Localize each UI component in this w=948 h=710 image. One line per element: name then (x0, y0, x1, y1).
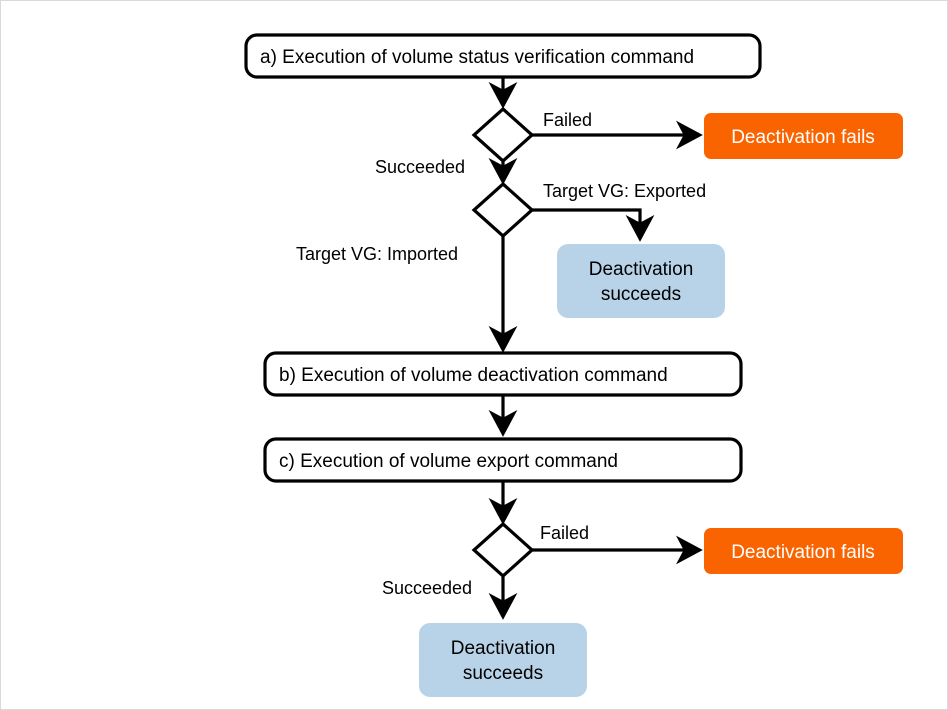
decision-1-diamond (471, 106, 535, 164)
decision-3-diamond (471, 521, 535, 579)
fail-bottom-box (704, 528, 903, 574)
edge-label-decision-3-succeeded: Succeeded (382, 578, 472, 598)
step-a-box (244, 33, 762, 79)
edge-label-decision-2-exported: Target VG: Exported (543, 181, 706, 201)
edge-label-decision-2-imported: Target VG: Imported (296, 244, 458, 264)
node-success-bottom[interactable]: Deactivation succeeds (419, 623, 587, 697)
node-decision-3[interactable] (471, 521, 535, 579)
node-success-mid[interactable]: Deactivation succeeds (557, 244, 725, 318)
node-step-c[interactable]: c) Execution of volume export command (263, 437, 743, 483)
step-b-box (263, 351, 743, 397)
success-mid-box (557, 244, 725, 318)
fail-top-box (704, 113, 903, 159)
node-step-b[interactable]: b) Execution of volume deactivation comm… (263, 351, 743, 397)
decision-2-diamond (471, 181, 535, 239)
success-mid-label-line1: Deactivation (589, 259, 694, 280)
node-step-a[interactable]: a) Execution of volume status verificati… (244, 33, 762, 79)
success-bottom-box (419, 623, 587, 697)
node-decision-2[interactable] (471, 181, 535, 239)
edge-label-decision-3-failed: Failed (540, 523, 589, 543)
edge-label-decision-1-succeeded: Succeeded (375, 157, 465, 177)
fail-bottom-label: Deactivation fails (731, 542, 875, 563)
fail-top-label: Deactivation fails (731, 127, 875, 148)
step-c-label: c) Execution of volume export command (279, 451, 618, 472)
edge-label-decision-1-failed: Failed (543, 110, 592, 130)
step-c-box (263, 437, 743, 483)
node-decision-1[interactable] (471, 106, 535, 164)
step-b-label: b) Execution of volume deactivation comm… (279, 365, 668, 386)
connector-decision-2-to-success-mid (532, 208, 655, 242)
success-bottom-label-line2: succeeds (463, 663, 543, 684)
success-mid-label-line2: succeeds (601, 284, 681, 305)
step-a-label: a) Execution of volume status verificati… (260, 47, 694, 68)
node-fail-top[interactable]: Deactivation fails (704, 113, 903, 159)
node-fail-bottom[interactable]: Deactivation fails (704, 528, 903, 574)
success-bottom-label-line1: Deactivation (451, 638, 556, 659)
